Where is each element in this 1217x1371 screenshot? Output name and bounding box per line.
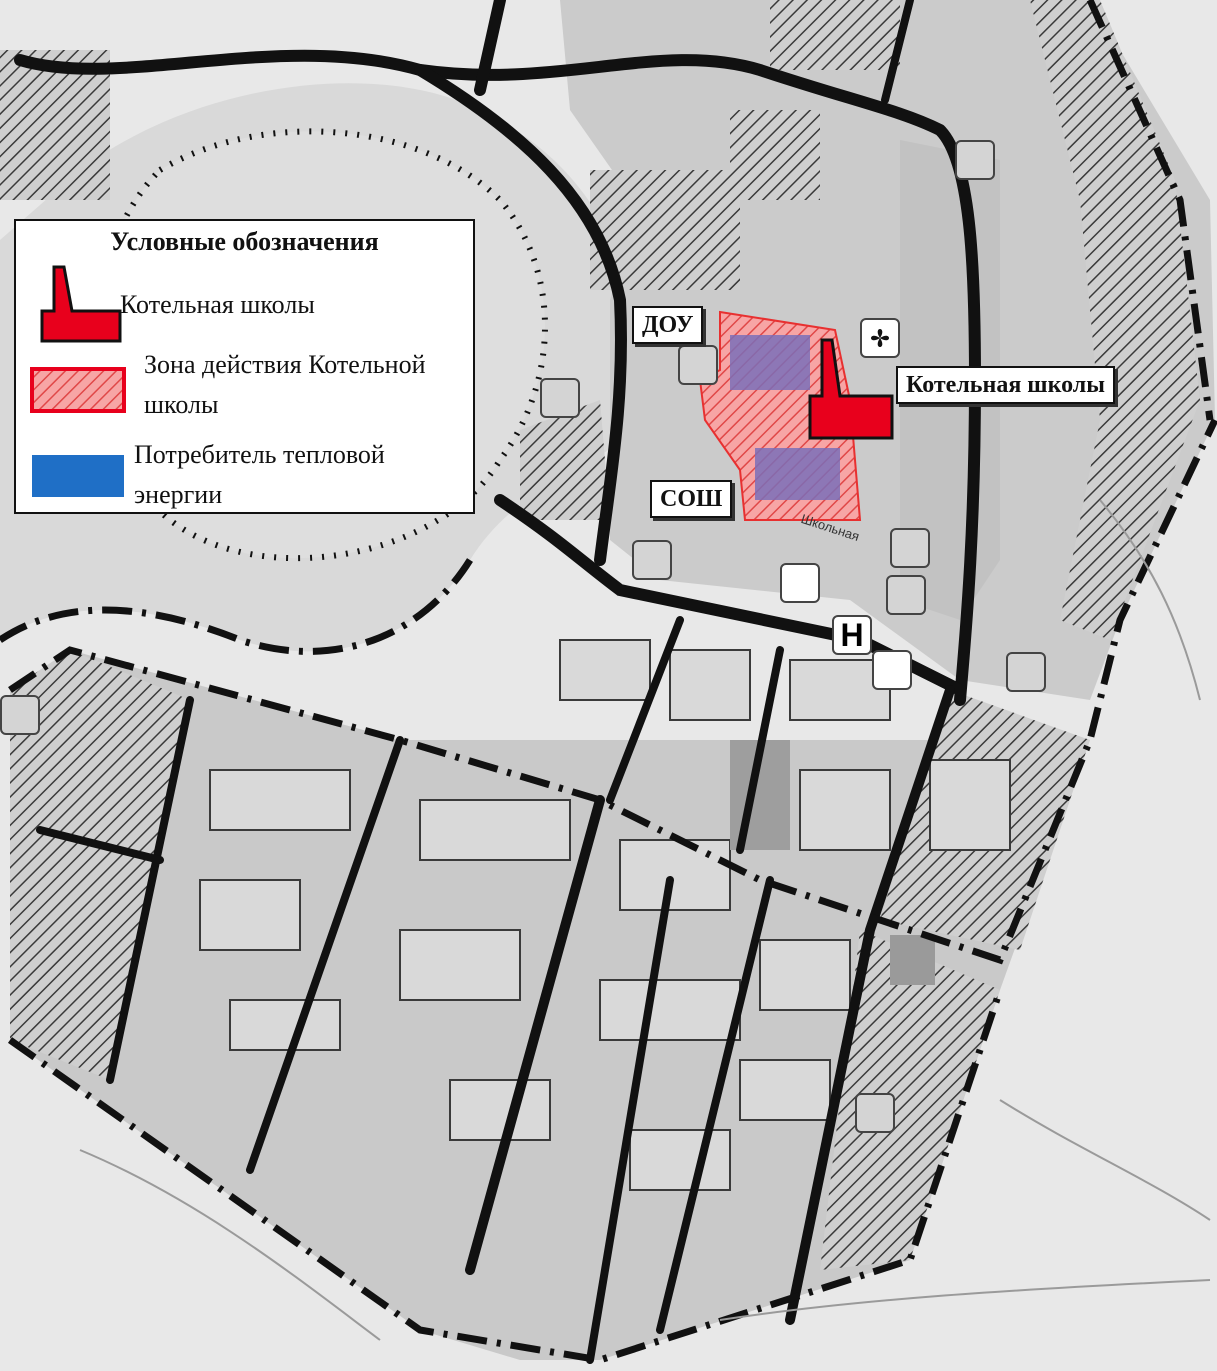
stadium-icon — [886, 575, 926, 615]
fire-hydrant-icon — [1006, 652, 1046, 692]
legend-label-consumer: Потребитель тепловой энергии — [134, 440, 385, 509]
hairdresser-icon — [632, 540, 672, 580]
parcels — [199, 639, 1011, 1191]
consumer-swatch-icon — [32, 455, 124, 497]
south-west-zone — [10, 650, 190, 1080]
medical-icon — [780, 563, 820, 603]
sosh-label: СОШ — [650, 480, 733, 518]
boiler-label: Котельная школы — [896, 366, 1115, 404]
playground-icon — [540, 378, 580, 418]
block — [0, 50, 110, 200]
stadium-icon — [678, 345, 718, 385]
consumer-sosh — [755, 448, 840, 500]
fan-icon — [860, 318, 900, 358]
boiler-house-icon — [40, 265, 122, 343]
playground-icon — [955, 140, 995, 180]
legend-label-zone: Зона действия Котельной школы — [144, 350, 426, 419]
roads — [14, 0, 982, 1364]
south-east-zone — [820, 930, 1000, 1270]
umbrella-icon — [0, 695, 40, 735]
boiler-house-marker — [808, 338, 894, 440]
phone-icon — [872, 650, 912, 690]
block — [730, 110, 820, 200]
north-east-zone — [1030, 0, 1200, 640]
contours — [79, 499, 1211, 1341]
dark-plot — [890, 935, 935, 985]
block — [520, 400, 610, 520]
zone-swatch-icon — [30, 367, 126, 413]
childcare-icon — [855, 1093, 895, 1133]
map-legend: Условные обозначения Котельная школы Зон… — [14, 219, 475, 514]
dou-label: ДОУ — [632, 306, 704, 344]
block — [770, 0, 900, 70]
legend-label-boiler: Котельная школы — [120, 290, 315, 319]
consumer-dou — [730, 335, 810, 390]
legend-title: Условные обозначения — [110, 227, 379, 256]
hospital-icon: H — [832, 615, 872, 655]
playground-icon — [890, 528, 930, 568]
